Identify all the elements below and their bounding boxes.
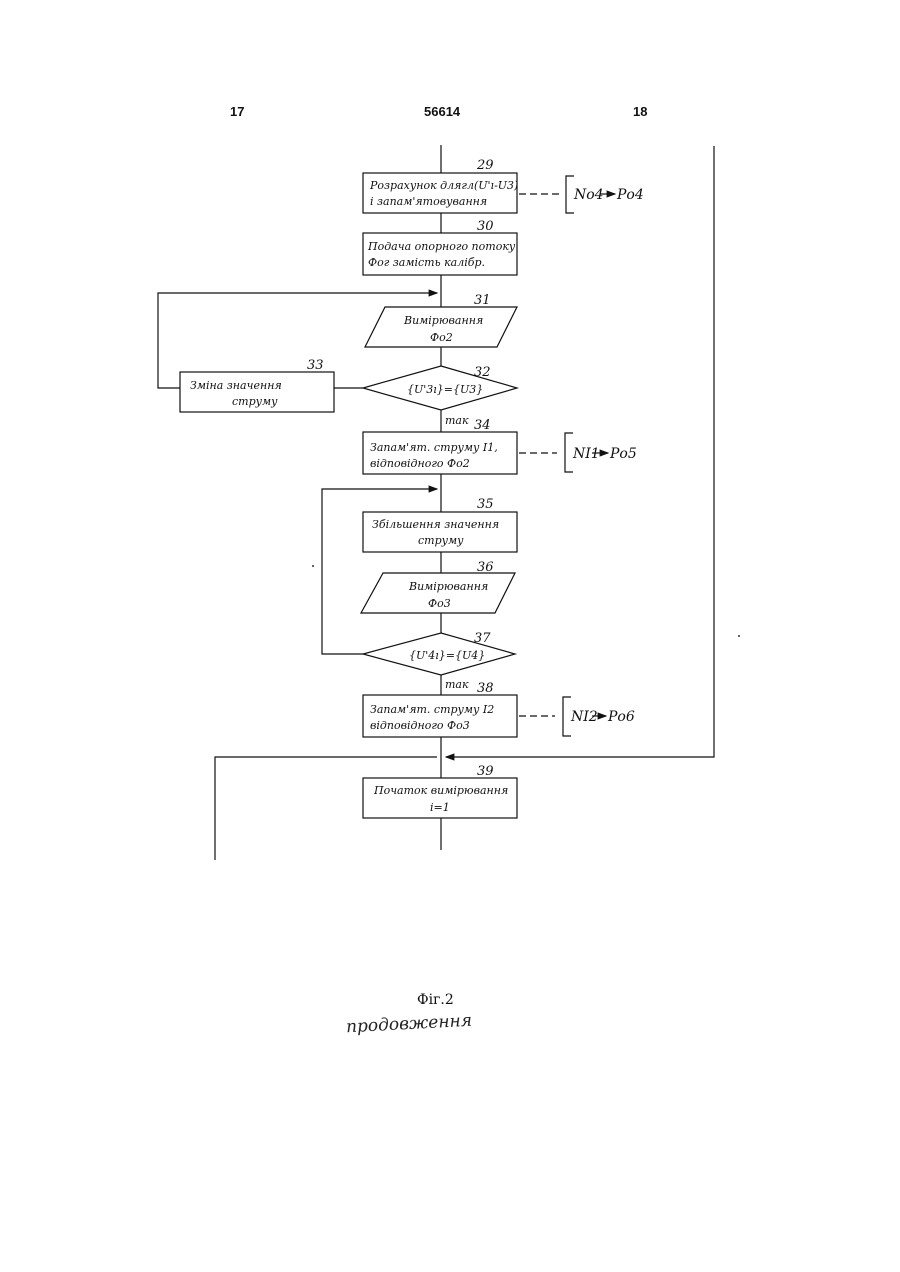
block-text: Розрахунок длягл(U'ı-U3) xyxy=(369,179,518,192)
figure-caption: Фіг.2 xyxy=(417,992,454,1008)
block-text: Вимірювання xyxy=(403,314,483,327)
scan-dot xyxy=(738,635,740,637)
block-number: 31 xyxy=(474,293,491,308)
annotation-bracket xyxy=(565,433,573,472)
block-text: Фо3 xyxy=(428,597,451,610)
block-number: 39 xyxy=(477,764,494,779)
block-text: Збільшення значення xyxy=(372,518,499,531)
scan-dot xyxy=(312,565,314,567)
block-text: Зміна значення xyxy=(190,379,282,392)
block-number: 37 xyxy=(474,631,491,646)
block-number: 33 xyxy=(307,358,324,373)
block-text: відповідного Фо3 xyxy=(370,719,470,732)
block-text: Фо2 xyxy=(430,331,453,344)
block-text: {U'4ı}={U4} xyxy=(409,649,485,662)
annotation-bracket xyxy=(563,697,571,736)
block-number: 36 xyxy=(477,560,494,575)
yes-label: так xyxy=(445,414,469,427)
note-right: Pо4 xyxy=(616,187,644,203)
block-text: струму xyxy=(232,395,278,408)
block-text: {U'3ı}={U3} xyxy=(407,383,483,396)
block-text: струму xyxy=(418,534,464,547)
block-number: 30 xyxy=(477,219,494,234)
block-text: Подача опорного потоку xyxy=(367,240,516,253)
annotation-bracket xyxy=(566,176,574,213)
block-number: 35 xyxy=(477,497,494,512)
yes-label: так xyxy=(445,678,469,691)
note-right: Pо5 xyxy=(609,446,637,462)
note-right: Pо6 xyxy=(607,709,635,725)
block-text: Початок вимірювання xyxy=(373,784,508,797)
block-text: Вимірювання xyxy=(408,580,488,593)
note-left: NI1 xyxy=(572,446,600,462)
note-left: NI2 xyxy=(570,709,598,725)
block-number: 32 xyxy=(474,365,491,380)
block-text: Запам'ят. струму I2 xyxy=(370,703,494,716)
block-number: 34 xyxy=(474,418,491,433)
block-text: Запам'ят. струму I1, xyxy=(370,441,498,454)
block-text: відповідного Фо2 xyxy=(370,457,470,470)
block-number: 38 xyxy=(477,681,494,696)
block-number: 29 xyxy=(476,158,494,173)
block-text: і запам'ятовування xyxy=(370,195,487,208)
note-left: Nо4 xyxy=(573,187,604,203)
block-text: Фог замість калібр. xyxy=(368,256,485,269)
block-text: i=1 xyxy=(430,801,450,814)
